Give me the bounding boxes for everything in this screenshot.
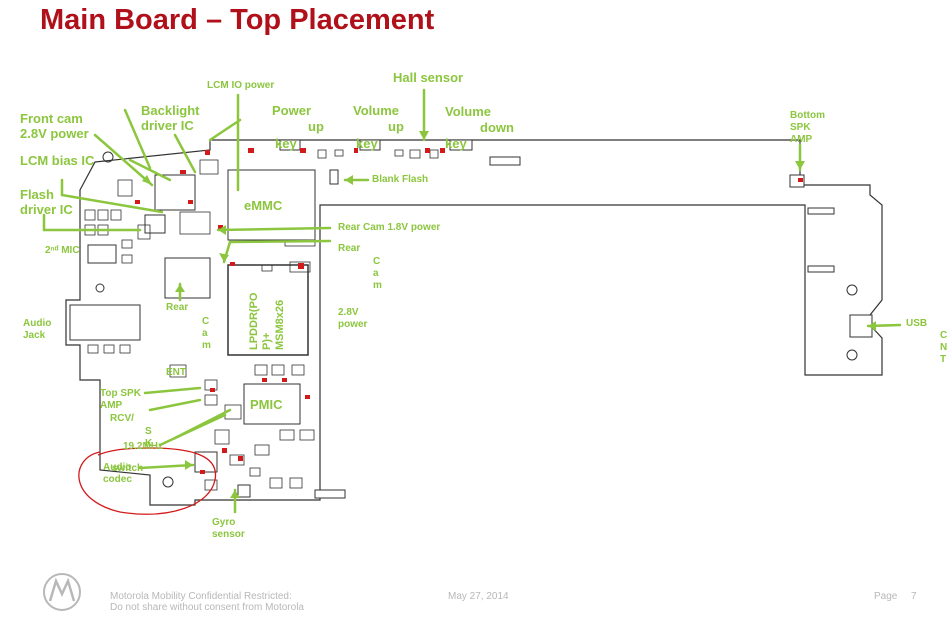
- front-cam-block: [154, 174, 196, 211]
- label-switch: switch: [112, 463, 144, 474]
- label-rcv: RCV/: [110, 413, 134, 424]
- label-power-key-1: Power: [272, 103, 312, 118]
- mic2-block: [87, 244, 117, 264]
- label-usb: USB: [906, 318, 928, 329]
- connector-top: [489, 156, 521, 166]
- label-ent: ENT: [166, 367, 186, 378]
- label-audio-codec: Audio codec: [103, 462, 132, 485]
- label-sk: S K: [145, 426, 153, 449]
- blank-flash-pad: [329, 169, 339, 185]
- mount-hole: [95, 283, 105, 293]
- label-lcm-bias: LCM bias IC: [20, 153, 95, 168]
- key-power: [279, 139, 301, 151]
- footer-page-label: Page: [874, 591, 898, 602]
- hand-drawn-circle: [78, 447, 217, 515]
- label-bottom-spk: Bottom SPK AMP: [790, 110, 825, 145]
- label-rear-cam-conn-b: C a m: [202, 316, 211, 351]
- label-blank-flash: Blank Flash: [372, 174, 429, 185]
- label-power-key-2: up: [308, 119, 324, 134]
- footer-confidential: Motorola Mobility Confidential Restricte…: [110, 591, 304, 613]
- key-volume-down: [449, 139, 473, 151]
- label-rear-cam-conn-a: Rear: [166, 302, 189, 313]
- label-lcm-io: LCM IO power: [207, 80, 275, 91]
- label-rear-cam-28-b: C a m: [373, 256, 382, 291]
- slide-title: Main Board – Top Placement: [40, 4, 435, 36]
- label-audio-jack: Audio Jack: [23, 318, 52, 341]
- label-top-spk: Top SPK AMP: [100, 388, 141, 411]
- motorola-logo: [43, 573, 81, 611]
- label-volume-down-1: Volume: [445, 104, 491, 119]
- label-volume-up-3: key: [356, 136, 378, 151]
- mount-hole: [162, 476, 174, 488]
- red-component-cluster: [135, 148, 803, 474]
- mount-hole: [846, 349, 858, 361]
- rear-cam-connector: [164, 257, 211, 299]
- label-2nd-mic: 2ⁿᵈ MIC: [45, 245, 80, 256]
- pmic-chip: [243, 383, 301, 425]
- label-gyro: Gyro sensor: [212, 517, 245, 540]
- label-xtal: 19.2MHz: [123, 441, 164, 452]
- connector-right-2: [807, 265, 835, 273]
- connector-right-1: [807, 207, 835, 215]
- label-backlight: Backlight driver IC: [141, 103, 200, 133]
- lpddr-msm-chip: [227, 264, 309, 356]
- audio-codec-chip: [194, 451, 218, 473]
- gyro-chip: [237, 484, 251, 498]
- label-pmic: PMIC: [250, 397, 283, 412]
- label-volume-up-2: up: [388, 119, 404, 134]
- mount-hole: [102, 151, 114, 163]
- label-power-key-3: key: [275, 136, 297, 151]
- label-lpddr-msm: LPDDR(PO P)+ MSM8x26: [248, 292, 286, 350]
- label-volume-down-3: key: [445, 136, 467, 151]
- key-volume-up: [359, 139, 381, 151]
- arrow-heads: [142, 131, 876, 498]
- label-volume-down-2: down: [480, 120, 514, 135]
- footer-page-number: 7: [911, 591, 917, 602]
- label-rear-cam-18: Rear Cam 1.8V power: [338, 222, 441, 233]
- connector-bottom: [314, 489, 346, 499]
- flash-driver-chip: [144, 214, 166, 234]
- label-hall-sensor: Hall sensor: [393, 70, 464, 85]
- label-flash-driver: Flash driver IC: [20, 187, 73, 217]
- label-volume-up-1: Volume: [353, 103, 399, 118]
- label-usb-cnt: C N T: [940, 330, 948, 365]
- mount-hole: [846, 284, 858, 296]
- footer-date: May 27, 2014: [448, 591, 509, 602]
- board-outline: [65, 139, 883, 506]
- label-rear-cam-28-a: Rear: [338, 243, 361, 254]
- audio-jack-body: [69, 304, 141, 341]
- label-emmc: eMMC: [244, 198, 283, 213]
- label-rear-cam-28-c: 2.8V power: [338, 307, 368, 330]
- label-front-cam: Front cam 2.8V power: [20, 111, 89, 141]
